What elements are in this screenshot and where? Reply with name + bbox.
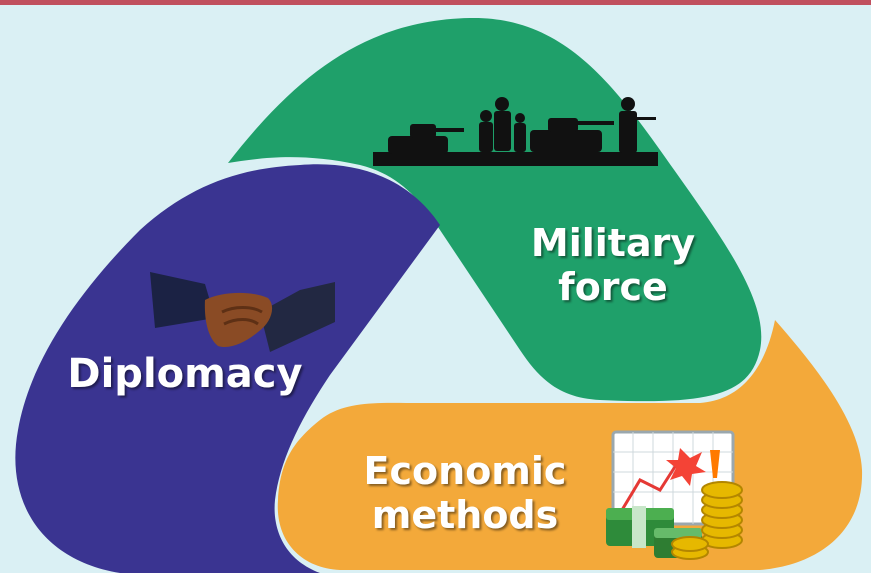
soldiers-silhouette-icon [373, 97, 658, 166]
economic-label-line1: Economic [363, 449, 567, 493]
diplomacy-segment [15, 164, 441, 573]
military-force-label: Military force [508, 221, 718, 309]
military-label-line2: force [558, 264, 668, 309]
military-label-line1: Military [530, 221, 696, 265]
chart-money-icon [606, 430, 743, 560]
diplomacy-label-line1: Diplomacy [67, 351, 303, 397]
handshake-icon [150, 272, 335, 352]
economic-label-line2: methods [371, 492, 559, 537]
economic-methods-label: Economic methods [330, 449, 600, 537]
top-accent-bar [0, 0, 871, 5]
diplomacy-label: Diplomacy [60, 351, 310, 397]
